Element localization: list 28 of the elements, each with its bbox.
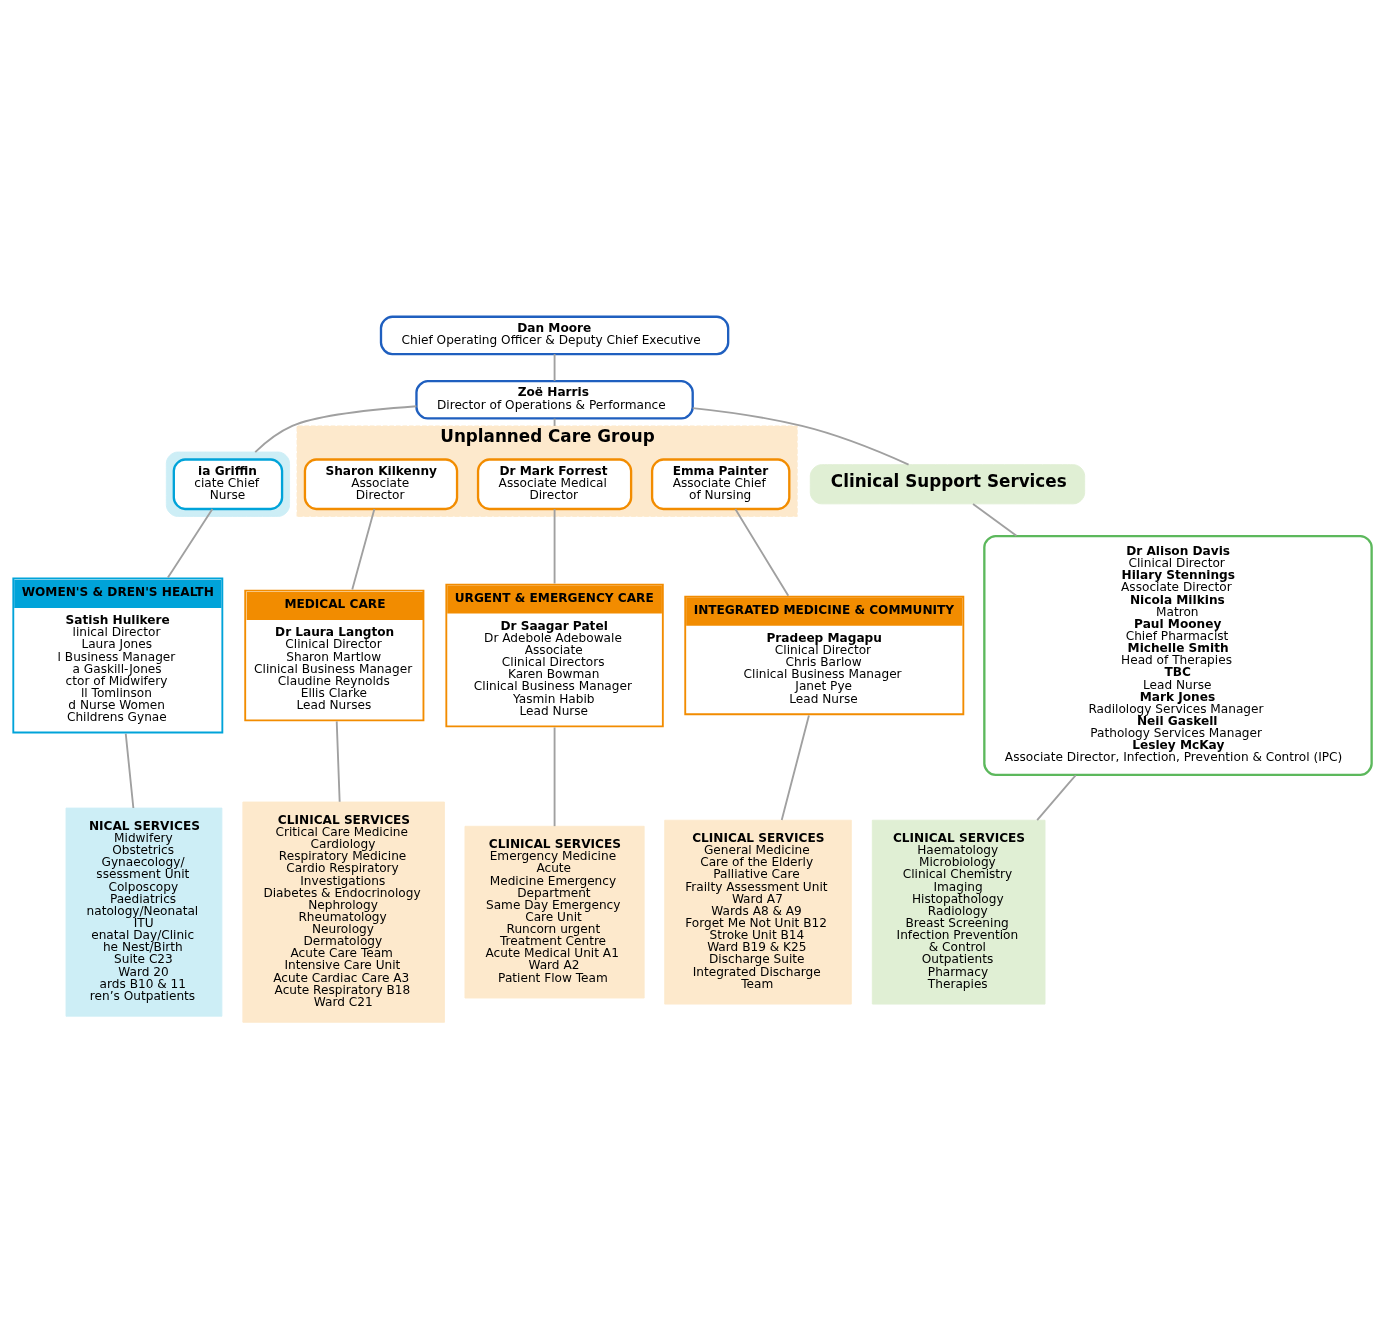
connector: [553, 726, 556, 828]
node-box: Dr Alison Davis Clinical Director Hilary Stennings Associate Director Nicola Milkins Matron Paul Mooney Chief Pharmacist Michelle Smith Head of Therapies TBC Lead Nurse Mark Jones Radilology Services Manager Neil Gaskell Pathology Services Manager Lesley McKay Associate Director, Infection, Prevention & Control (IPC): [983, 534, 1373, 777]
connector: [972, 503, 1018, 537]
node-box: Dr Mark Forrest Associate Medical Director: [476, 458, 633, 511]
node-box: CLINICAL SERVICES Emergency Medicine Acute Medicine Emergency Department Same Day Emergency Care Unit Runcorn urgent Treatment Centre Acute Medical Unit A1 Ward A2 Patient Flow Team: [464, 825, 645, 999]
connector: [351, 508, 376, 591]
node-box: Dan Moore Chief Operating Officer & Deputy Chief Executive: [379, 315, 730, 356]
connector: [124, 732, 135, 809]
connector: [553, 508, 556, 585]
cluster: [165, 451, 290, 517]
node-box: ia Griffin ciate Chief Nurse: [172, 458, 284, 511]
node-box: Clinical Support Services: [809, 464, 1086, 505]
connector: [734, 508, 790, 597]
connector: [553, 417, 556, 427]
node-box: CLINICAL SERVICES General Medicine Care of the Elderly Palliative Care Frailty Assessment Unit Ward A7 Wards A8 & A9 Forget Me Not Unit B12 Stroke Unit B14 Ward B19 & K25 Discharge Suite Integrated Discharge Team: [664, 819, 852, 1005]
node-box: NICAL SERVICES Midwifery Obstetrics Gynaecology/ ssessment Unit Colposcopy Paediatrics natology/Neonatal ITU enatal Day/Clinic he Nest/Birth Suite C23 Ward 20 ards B10 & 11 ren’s Outpatients: [65, 807, 223, 1017]
connector: [1036, 774, 1077, 821]
node-box: Emma Painter Associate Chief of Nursing: [650, 458, 791, 511]
node-box: Sharon Kilkenny Associate Director: [303, 458, 459, 511]
connector: [780, 714, 810, 821]
connector: [553, 353, 556, 382]
node-box: CLINICAL SERVICES Haematology Microbiology Clinical Chemistry Imaging Histopathology Radiology Breast Screening Infection Prevention & Control Outpatients Pharmacy Therapies: [871, 819, 1046, 1005]
connector: [254, 405, 418, 453]
connector: [335, 720, 341, 803]
node-box: CLINICAL SERVICES Critical Care Medicine Cardiology Respiratory Medicine Cardio Respiratory Investigations Diabetes & Endocrinology Nephrology Rheumatology Neurology Dermatology Acute Care Team Intensive Care Unit Acute Cardiac Care A3 Acute Respiratory B18 Ward C21: [242, 801, 445, 1023]
node-box: Zoë Harris Director of Operations & Performance: [415, 379, 694, 420]
connector: [166, 508, 214, 579]
connector: [691, 407, 910, 466]
